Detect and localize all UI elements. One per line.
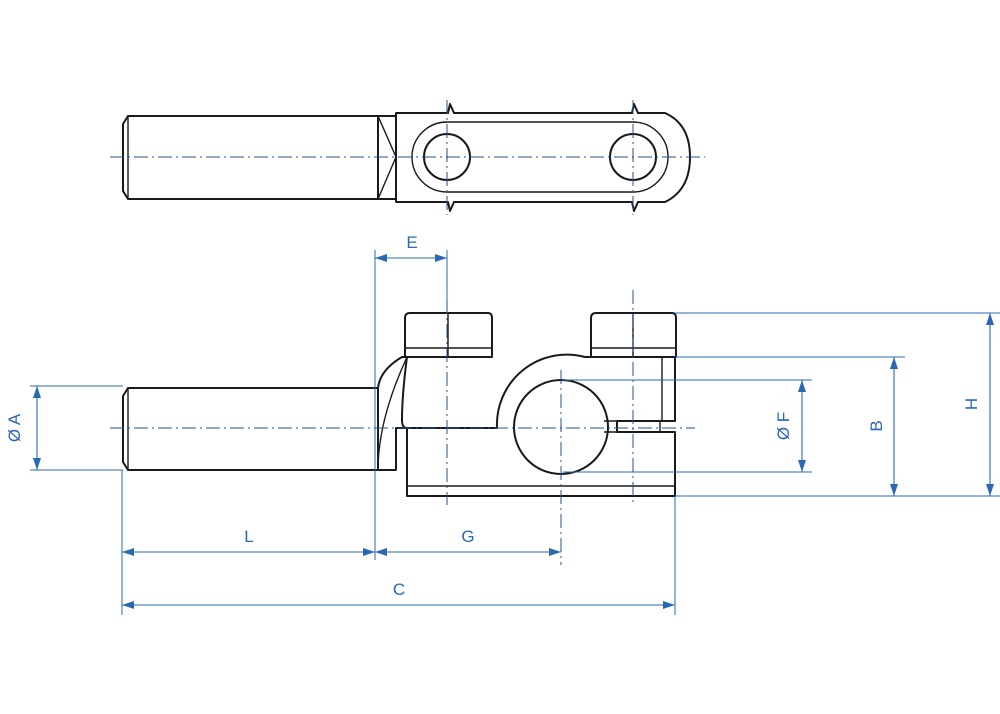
front-view-clamp-slot: [604, 420, 661, 433]
dimension-label-b: B: [867, 420, 886, 431]
front-view: [110, 290, 695, 565]
dimension-label-f: Ø F: [774, 412, 793, 440]
dimension-label-l: L: [244, 527, 253, 546]
dimension-labels: E Ø A L G C Ø F B H: [5, 233, 981, 599]
dimension-label-h: H: [962, 398, 981, 410]
dimension-label-c: C: [393, 580, 405, 599]
dimension-label-a: Ø A: [5, 413, 24, 442]
top-view-neck-diagonal-2: [377, 156, 397, 200]
top-view-neck-diagonal-1: [377, 115, 397, 158]
dimension-lines: [33, 254, 994, 609]
front-view-shaft: [122, 387, 379, 471]
dimension-label-e: E: [406, 233, 417, 252]
dimension-label-g: G: [461, 527, 474, 546]
front-view-neck-curve: [377, 356, 408, 471]
top-view: [110, 100, 705, 215]
